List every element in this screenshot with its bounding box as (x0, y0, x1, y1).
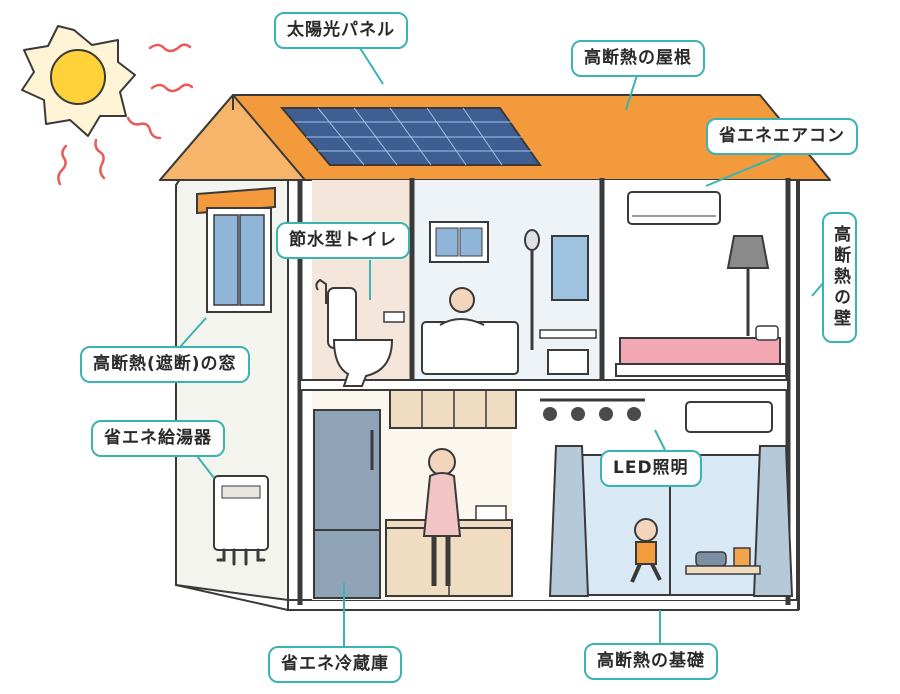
heat-rays (57, 43, 194, 186)
led-spotlight-icon (540, 398, 645, 421)
label-fridge: 省エネ冷蔵庫 (268, 646, 402, 683)
label-window: 高断熱(遮断)の窓 (80, 346, 250, 383)
fridge-icon (313, 409, 381, 599)
label-led: LED照明 (600, 450, 702, 487)
bathroom-window (429, 221, 489, 263)
toy-car-icon (685, 547, 761, 575)
label-aircon: 省エネエアコン (706, 118, 858, 155)
label-water-heater: 省エネ給湯器 (91, 420, 225, 457)
window-exterior (196, 186, 276, 313)
kitchen-cabinets-upper (389, 389, 517, 429)
curtain-icon (548, 445, 794, 597)
aircon-icon (627, 191, 721, 225)
label-toilet: 節水型トイレ (276, 222, 410, 259)
label-solar-panel: 太陽光パネル (274, 12, 408, 49)
toilet-icon (315, 278, 405, 387)
label-wall-insulation: 高断熱の壁 (822, 212, 857, 343)
label-foundation: 高断熱の基礎 (584, 643, 718, 680)
cook-person (422, 448, 462, 586)
living-aircon (685, 401, 773, 433)
child (630, 518, 662, 583)
lamp-icon (726, 235, 770, 336)
sun-icon (21, 25, 136, 137)
shower-icon (524, 229, 597, 375)
water-heater-icon (213, 475, 269, 566)
bathtub-icon (421, 287, 519, 375)
bed-icon (615, 325, 787, 377)
solar-panel-icon (279, 107, 542, 166)
label-roof-insulation: 高断熱の屋根 (571, 40, 705, 77)
